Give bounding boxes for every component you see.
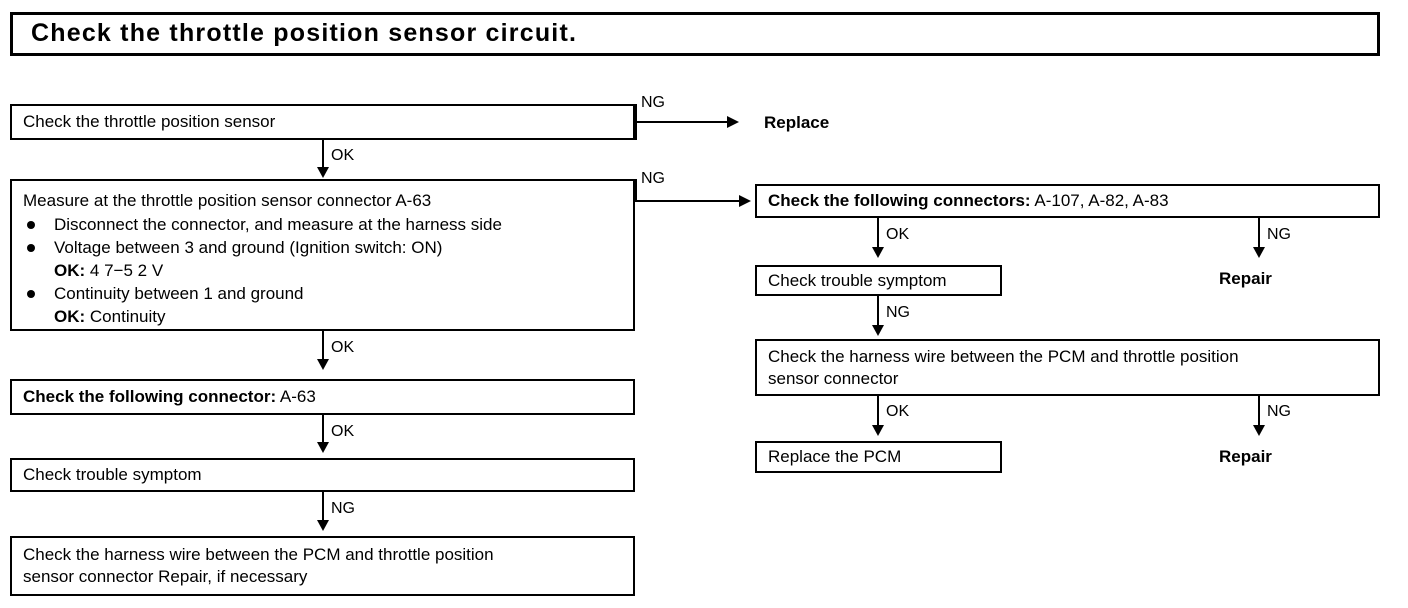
box-check-trouble-symptom-right-label: Check trouble symptom <box>768 270 947 290</box>
edge-step2-ng-stub <box>635 179 637 202</box>
connector-label-rest: A-63 <box>276 387 316 406</box>
bullet-icon <box>27 221 35 229</box>
measure-ok-voltage-value: 4 7−5 2 V <box>89 261 164 280</box>
box-replace-the-pcm-label: Replace the PCM <box>768 447 902 466</box>
box-check-following-connector-a63-text: Check the following connector: A-63 <box>23 386 627 408</box>
edge-step1-ng-arrowhead <box>727 116 739 128</box>
measure-ok-voltage-label: OK: <box>54 261 86 280</box>
list-item-label: Voltage between 3 and ground (Ignition s… <box>54 238 443 257</box>
measure-header: Measure at the throttle position sensor … <box>23 191 432 210</box>
box-check-harness-wire-right-text: Check the harness wire between the PCM a… <box>768 346 1372 390</box>
measure-ok-continuity-label: OK: <box>54 307 86 326</box>
box-check-trouble-symptom-right[interactable]: Check trouble symptom <box>755 265 1002 296</box>
box-check-harness-wire-left[interactable]: Check the harness wire between the PCM a… <box>10 536 635 596</box>
box-check-throttle-position-sensor-label: Check the throttle position sensor <box>23 112 276 131</box>
edge-step4-ng-arrowhead <box>317 520 329 531</box>
label-replace: Replace <box>764 113 830 132</box>
harness-left-line2: sensor connector Repair, if necessary <box>23 567 308 586</box>
edge-label-ok-3: OK <box>331 423 355 440</box>
box-check-harness-wire-left-text: Check the harness wire between the PCM a… <box>23 544 627 588</box>
edge-trouble-ng-line <box>877 296 879 329</box>
box-check-trouble-symptom-left-label: Check trouble symptom <box>23 465 202 484</box>
measure-bullet-list-2: Continuity between 1 and ground <box>23 282 625 305</box>
connectors-label-bold: Check the following connectors: <box>768 191 1031 210</box>
measure-ok-continuity: OK: Continuity <box>23 305 625 328</box>
box-check-throttle-position-sensor[interactable]: Check the throttle position sensor <box>10 104 635 140</box>
edge-step1-ok-line <box>322 140 324 171</box>
edge-label-ok-1: OK <box>331 147 355 164</box>
measure-ok-voltage: OK: 4 7−5 2 V <box>23 259 625 282</box>
bullet-icon <box>27 290 35 298</box>
edge-harness-ok-line <box>877 396 879 429</box>
connector-label-bold: Check the following connector: <box>23 387 277 406</box>
edge-label-ng-3: NG <box>331 500 355 517</box>
edge-harness-ng-arrowhead <box>1253 425 1265 436</box>
page-title-box: Check the throttle position sensor circu… <box>10 12 1380 56</box>
edge-step1-ok-arrowhead <box>317 167 329 178</box>
edge-label-ok-2: OK <box>331 339 355 356</box>
edge-connectors-ng-arrowhead <box>1253 247 1265 258</box>
edge-connectors-ok-arrowhead <box>872 247 884 258</box>
measure-bullet-list: Disconnect the connector, and measure at… <box>23 213 625 259</box>
edge-step3-ok-line <box>322 415 324 446</box>
edge-step2-ng-line <box>635 200 741 202</box>
box-check-following-connectors[interactable]: Check the following connectors: A-107, A… <box>755 184 1380 218</box>
label-repair-2: Repair <box>1219 447 1272 466</box>
edge-step2-ok-line <box>322 331 324 363</box>
box-replace-the-pcm[interactable]: Replace the PCM <box>755 441 1002 473</box>
bullet-icon <box>27 244 35 252</box>
box-check-harness-wire-right[interactable]: Check the harness wire between the PCM a… <box>755 339 1380 396</box>
harness-left-line1: Check the harness wire between the PCM a… <box>23 545 494 564</box>
edge-step3-ok-arrowhead <box>317 442 329 453</box>
box-check-trouble-symptom-left[interactable]: Check trouble symptom <box>10 458 635 492</box>
edge-label-ok-r2: OK <box>886 403 910 420</box>
page-title: Check the throttle position sensor circu… <box>31 18 578 47</box>
edge-step4-ng-line <box>322 492 324 524</box>
list-item: Disconnect the connector, and measure at… <box>23 213 625 236</box>
edge-connectors-ok-line <box>877 218 879 251</box>
label-repair-1: Repair <box>1219 269 1272 288</box>
list-item: Voltage between 3 and ground (Ignition s… <box>23 236 625 259</box>
list-item-label: Disconnect the connector, and measure at… <box>54 215 502 234</box>
edge-step2-ng-arrowhead <box>739 195 751 207</box>
edge-label-ng-r2: NG <box>886 304 910 321</box>
edge-harness-ok-arrowhead <box>872 425 884 436</box>
box-measure-connector-a63[interactable]: Measure at the throttle position sensor … <box>10 179 635 331</box>
harness-right-line2: sensor connector <box>768 368 899 388</box>
list-item-label: Continuity between 1 and ground <box>54 284 304 303</box>
edge-step2-ok-arrowhead <box>317 359 329 370</box>
edge-label-ng-r3: NG <box>1267 403 1291 420</box>
edge-label-ng-r1: NG <box>1267 226 1291 243</box>
edge-label-ok-r1: OK <box>886 226 910 243</box>
list-item: Continuity between 1 and ground <box>23 282 625 305</box>
connectors-label-rest: A-107, A-82, A-83 <box>1030 191 1169 210</box>
measure-body: Measure at the throttle position sensor … <box>23 189 625 328</box>
edge-connectors-ng-line <box>1258 218 1260 251</box>
edge-step1-ng-line <box>635 121 731 123</box>
edge-trouble-ng-arrowhead <box>872 325 884 336</box>
box-check-following-connectors-text: Check the following connectors: A-107, A… <box>768 190 1372 212</box>
measure-ok-continuity-value: Continuity <box>89 307 166 326</box>
edge-harness-ng-line <box>1258 396 1260 429</box>
box-check-following-connector-a63[interactable]: Check the following connector: A-63 <box>10 379 635 415</box>
harness-right-line1: Check the harness wire between the PCM a… <box>768 346 1239 366</box>
edge-label-ng-2: NG <box>641 170 665 187</box>
edge-label-ng-1: NG <box>641 94 665 111</box>
